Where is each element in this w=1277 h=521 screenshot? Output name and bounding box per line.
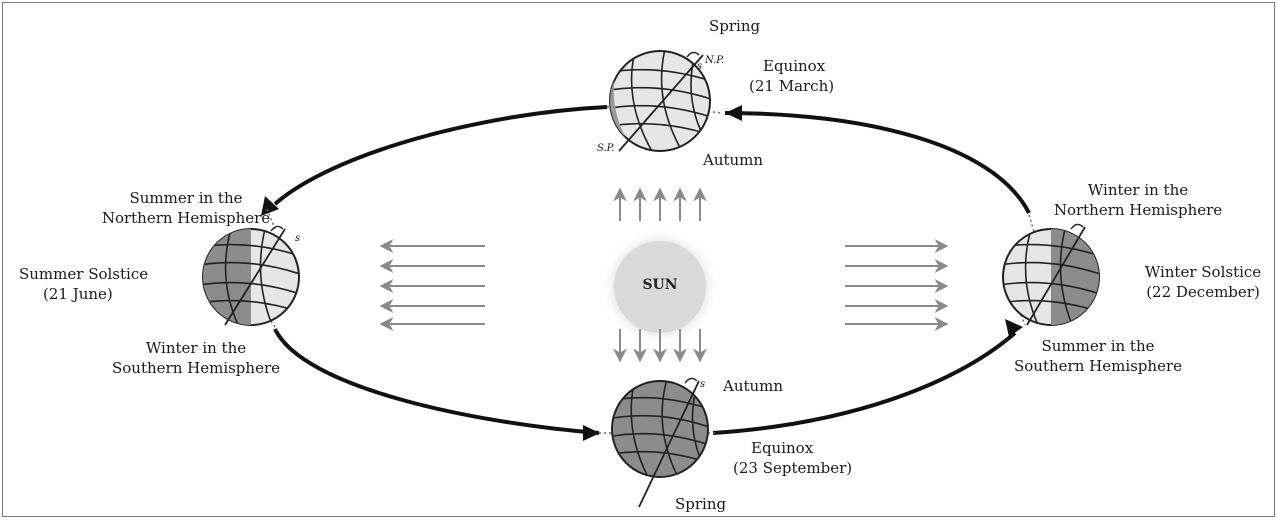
label-summer-nh-line2: Northern Hemisphere [101, 209, 271, 227]
label-winter-solstice-date: (22 December) [1146, 283, 1260, 301]
earth-globe-september [611, 377, 709, 508]
sun-rays-down [613, 329, 707, 363]
earth-axis [1026, 226, 1086, 326]
label-spring-top: Spring [709, 17, 761, 35]
earth-globe-december [1002, 223, 1100, 326]
orbit [273, 105, 1031, 435]
orbit-arrow-left-icon [261, 196, 279, 216]
label-summer-sh-line1: Summer in the [1041, 337, 1155, 355]
label-equinox-sept-date: (23 September) [733, 459, 853, 477]
label-autumn-top: Autumn [703, 151, 764, 169]
label-north-pole: N.P. [705, 55, 725, 66]
label-spring-bottom: Spring [675, 495, 727, 513]
label-south-pole: S.P. [597, 143, 615, 154]
label-s-top: s [697, 61, 703, 72]
earth-axis [638, 380, 700, 508]
sun-rays-up [613, 187, 707, 221]
label-summer-solstice: Summer Solstice [19, 265, 149, 283]
label-equinox-march-date: (21 March) [749, 77, 835, 95]
label-winter-sh-line1: Winter in the [145, 339, 247, 357]
sun-core [614, 241, 706, 333]
label-s-bottom: s [700, 379, 706, 390]
orbit-arc-bottom-right [712, 331, 1017, 435]
label-equinox-march: Equinox [763, 57, 826, 75]
orbit-arrow-top-icon [725, 105, 742, 121]
label-summer-solstice-date: (21 June) [43, 285, 113, 303]
sun-rays-right [845, 239, 949, 331]
orbit-arrow-bottom-icon [583, 425, 600, 441]
label-summer-sh-line2: Southern Hemisphere [1014, 357, 1182, 375]
label-winter-solstice: Winter Solstice [1144, 263, 1262, 281]
label-s-left: s [295, 233, 301, 244]
orbit-arc-right-top [724, 111, 1031, 214]
sun-label: SUN [642, 277, 678, 293]
label-summer-nh-line1: Summer in the [129, 189, 243, 207]
label-autumn-bottom: Autumn [723, 377, 784, 395]
sun-rays-left [379, 239, 485, 331]
label-winter-nh-line2: Northern Hemisphere [1053, 201, 1223, 219]
earth-axis [618, 54, 704, 152]
label-winter-sh-line2: Southern Hemisphere [112, 359, 280, 377]
orbit-arc-top-left [273, 105, 608, 206]
earth-revolution-diagram [202, 50, 1100, 508]
orbit-arrow-right-icon [1005, 319, 1023, 337]
orbit-direction-arrows [261, 105, 1023, 441]
label-equinox-sept: Equinox [751, 439, 814, 457]
earth-axis [224, 228, 286, 326]
orbit-arc-left-bottom [273, 328, 600, 435]
earth-globe-june [202, 225, 300, 326]
label-winter-nh-line1: Winter in the [1087, 181, 1189, 199]
